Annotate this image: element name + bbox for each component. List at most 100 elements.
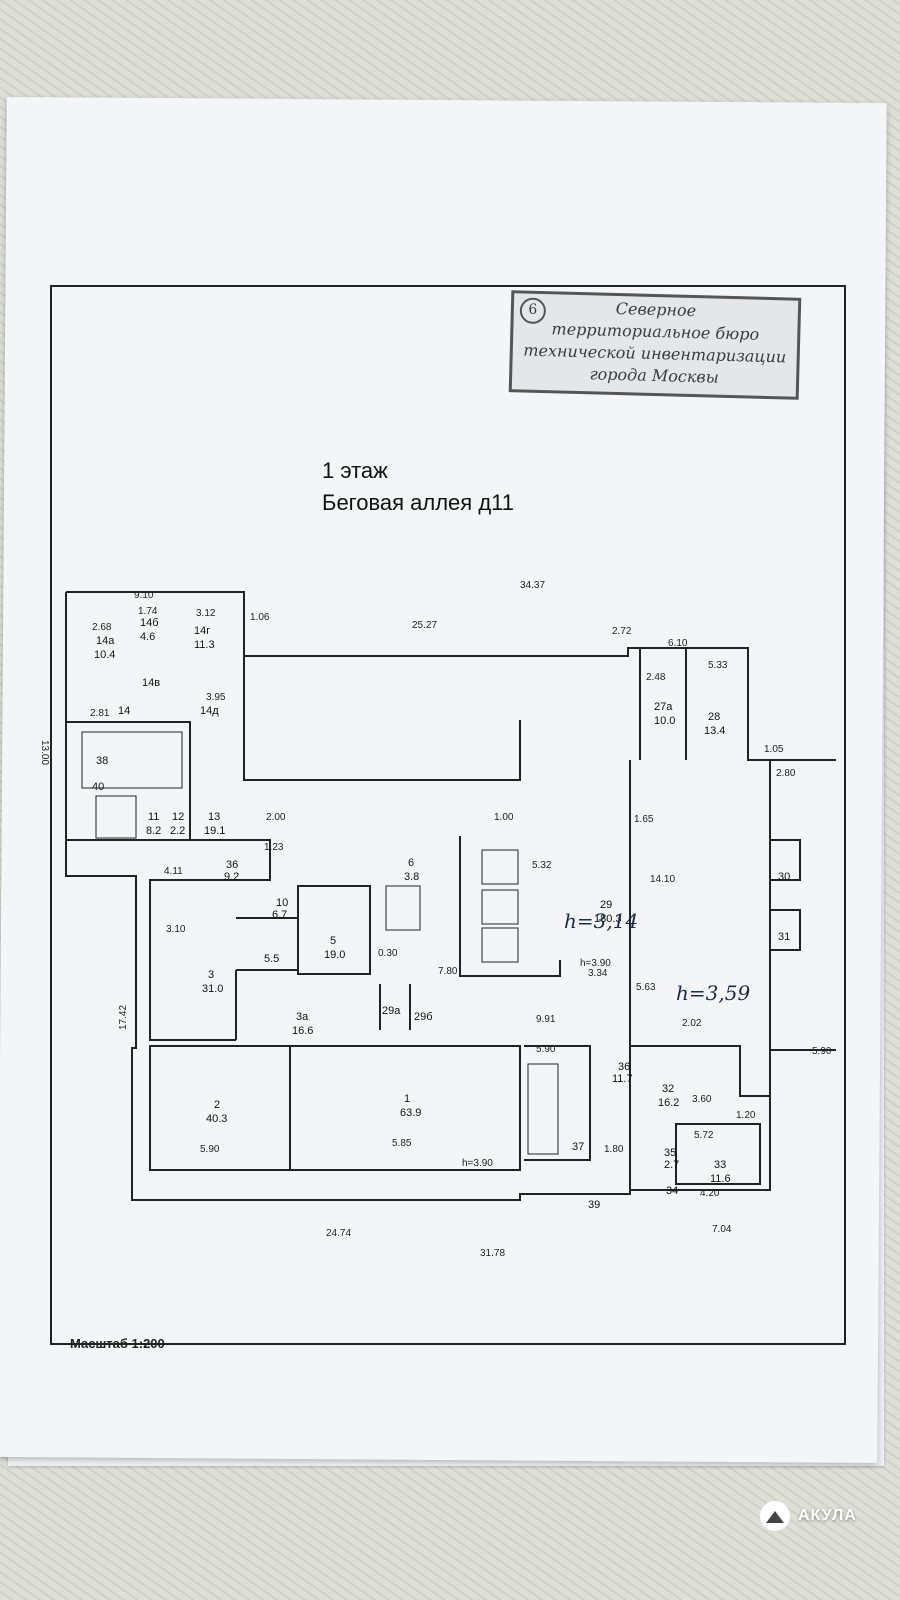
dimension-label: 3.34 — [588, 968, 608, 979]
room-label: 32 — [662, 1083, 674, 1095]
dimension-label: 5.33 — [708, 660, 728, 671]
room-area: 10.4 — [94, 649, 115, 661]
inner-wall — [235, 970, 411, 1040]
room-area: 3.8 — [404, 871, 419, 883]
room-area: 9.2 — [224, 871, 239, 883]
room-area: 11.3 — [194, 639, 215, 651]
shark-logo-icon — [760, 1501, 790, 1531]
dimension-label: 6.10 — [668, 638, 688, 649]
dimension-label: 1.23 — [264, 842, 284, 853]
room-label: 14д — [200, 705, 219, 717]
inner-wall — [524, 1045, 591, 1161]
inner-wall — [459, 836, 561, 977]
drawing-frame — [50, 285, 846, 1345]
dimension-label: 24.74 — [326, 1228, 351, 1239]
dimension-label: 1.05 — [764, 744, 784, 755]
elevator — [481, 927, 519, 963]
room-area: 63.9 — [400, 1107, 421, 1119]
scale-label: Масштаб 1:200 — [70, 1336, 165, 1351]
room-label: 14г — [194, 625, 210, 637]
room-label: 14в — [142, 677, 160, 689]
elevator — [385, 885, 421, 931]
address-title: Беговая аллея д11 — [322, 490, 514, 515]
dimension-label: 2.72 — [612, 626, 632, 637]
dimension-label: 34.37 — [520, 580, 545, 591]
room-label: 36 — [226, 859, 238, 871]
inner-wall — [136, 839, 271, 1041]
dimension-label: 17.42 — [118, 1005, 129, 1030]
dimension-label: 0.30 — [378, 948, 398, 959]
room-area: 19.0 — [324, 949, 345, 961]
inner-wall — [66, 721, 191, 841]
room-label: 14а — [96, 635, 115, 647]
dimension-label: 3.12 — [196, 608, 216, 619]
dimension-label: h=3.90 — [462, 1158, 493, 1169]
dimension-label: 9.10 — [134, 590, 154, 601]
elevator — [481, 849, 519, 885]
room-area: 40.3 — [206, 1113, 227, 1125]
room-area: 8.2 — [146, 825, 161, 837]
outer-wall — [66, 591, 836, 761]
room-label: 35 — [664, 1147, 676, 1159]
dimension-label: h=3.90 — [580, 958, 611, 969]
dimension-label: 2.48 — [646, 672, 666, 683]
inner-wall — [770, 839, 801, 951]
dimension-label: 2.00 — [266, 812, 286, 823]
dimension-label: 3.60 — [692, 1094, 712, 1105]
dimension-label: 1.80 — [604, 1144, 624, 1155]
room-area: 11.6 — [710, 1173, 731, 1185]
room-area: 13.4 — [704, 725, 725, 737]
room-label: 33 — [714, 1159, 726, 1171]
room-label: 31 — [778, 931, 790, 943]
room-label: 6 — [408, 857, 414, 869]
outer-wall — [65, 592, 836, 1201]
watermark: АКУЛА — [760, 1498, 857, 1534]
room-area: 16.6 — [292, 1025, 313, 1037]
room-label: 37 — [572, 1141, 584, 1153]
dimension-label: 1.74 — [138, 606, 158, 617]
room-label: 29 — [600, 899, 612, 911]
elevator — [481, 889, 519, 925]
dimension-label: 1.65 — [634, 814, 654, 825]
stairwell — [527, 1063, 559, 1155]
dimension-label: 7.80 — [438, 966, 458, 977]
dimension-label: 14.10 — [650, 874, 675, 885]
room-label: 36 — [618, 1061, 630, 1073]
dimension-label: 1.20 — [736, 1110, 756, 1121]
inner-wall — [243, 656, 521, 781]
room-label: 13 — [208, 811, 220, 823]
dimension-label: 5.90 — [200, 1144, 220, 1155]
dimension-label: 5.32 — [532, 860, 552, 871]
room-label: 3а — [296, 1011, 309, 1023]
room-label: 40 — [92, 781, 104, 793]
dimension-label: 5.90 — [536, 1044, 556, 1055]
dimension-label: 25.27 — [412, 620, 437, 631]
room-label: 12 — [172, 811, 184, 823]
room-label: 5 — [330, 935, 336, 947]
dimension-label: 1.00 — [494, 812, 514, 823]
dimension-label: 5.90 — [812, 1046, 832, 1057]
room-area: 31.0 — [202, 983, 223, 995]
room-label: 38 — [96, 755, 108, 767]
room-area: 11.7 — [612, 1073, 633, 1085]
room-label: 3 — [208, 969, 214, 981]
stairwell — [95, 795, 137, 839]
room-label: 11 — [148, 811, 159, 823]
room-area: 16.2 — [658, 1097, 679, 1109]
dimension-label: 3.10 — [166, 924, 186, 935]
room-area: 2.7 — [664, 1159, 679, 1171]
dimension-label: 3.95 — [206, 692, 226, 703]
dimension-label: 4.20 — [700, 1188, 720, 1199]
room-label: 29а — [382, 1005, 401, 1017]
room-area: 180.3 — [594, 913, 622, 925]
dimension-label: 7.04 — [712, 1224, 732, 1235]
dimension-label: 31.78 — [480, 1248, 505, 1259]
room-label: 14 — [118, 705, 130, 717]
dimension-label: 1.06 — [250, 612, 270, 623]
room-area: 2.2 — [170, 825, 185, 837]
stairwell — [81, 731, 183, 789]
inner-wall — [675, 1123, 761, 1185]
dimension-label: 5.72 — [694, 1130, 714, 1141]
room-label: 28 — [708, 711, 720, 723]
